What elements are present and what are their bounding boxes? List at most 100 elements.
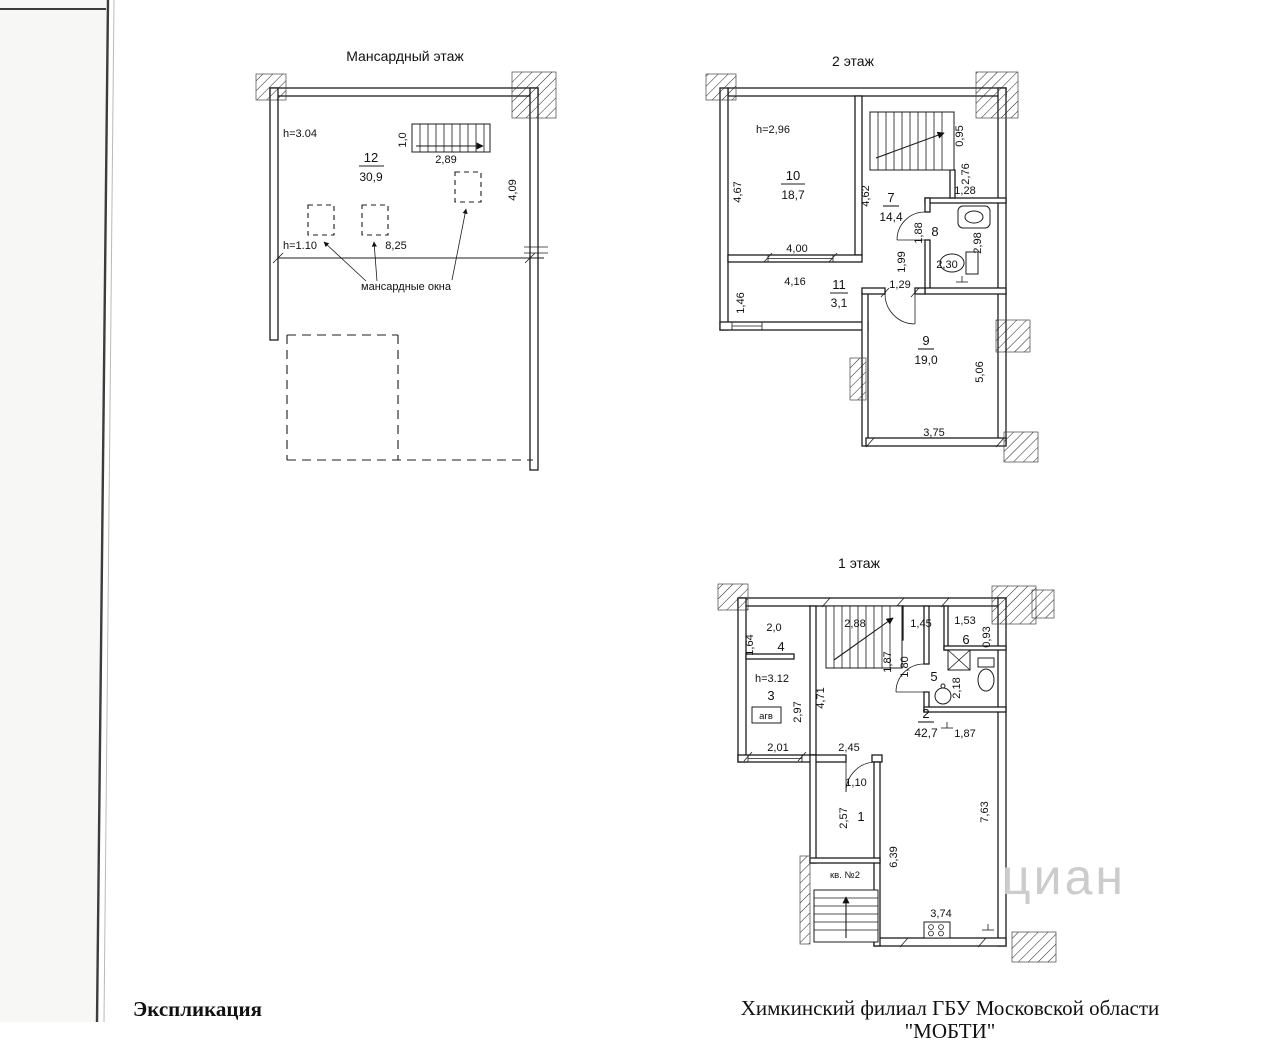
towel-rail-icon xyxy=(941,722,953,729)
dim-label: 1,64 xyxy=(744,634,756,655)
floor1-labels: 2,0 1,64 4 2,88 1,45 1,53 0,93 6 1,87 1,… xyxy=(744,615,993,920)
chimney-icon xyxy=(849,357,867,401)
dim-label: 5,06 xyxy=(974,361,986,382)
dim-label: 7,63 xyxy=(979,801,991,822)
room-7-number: 7 xyxy=(887,190,894,205)
dim-label: 4,67 xyxy=(732,181,744,202)
dim-label: 1,29 xyxy=(889,279,910,291)
floorplan-scan: Мансардный этаж xyxy=(0,0,1057,1022)
dim-label: 4,09 xyxy=(507,179,519,200)
attic-wall-break-hatch xyxy=(255,71,557,119)
floor2-title: 2 этаж xyxy=(832,53,875,69)
attic-labels: h=3.04 1,0 2,89 12 30,9 4,09 h=1.10 8,25… xyxy=(283,128,519,293)
room-5-number: 5 xyxy=(930,669,937,684)
dim-label: 2,97 xyxy=(792,701,804,722)
toilet-icon xyxy=(939,251,979,275)
dormer-window-icon xyxy=(361,204,389,236)
sink-icon xyxy=(934,683,952,705)
floor2-labels: h=2,96 10 18,7 4,67 4,62 7 14,4 0,95 2,7… xyxy=(732,124,986,439)
floor2-stairs-icon xyxy=(869,111,955,171)
dim-label: 6,39 xyxy=(888,846,900,867)
floor1-title: 1 этаж xyxy=(838,555,881,571)
dim-label: 2,18 xyxy=(951,677,963,698)
dim-label: 2,76 xyxy=(960,163,972,184)
floor2-fixtures xyxy=(939,205,991,283)
towel-rail-icon xyxy=(982,924,994,931)
room-10-area: 18,7 xyxy=(781,188,805,202)
dormer-window-icon xyxy=(307,204,335,236)
door-arc xyxy=(895,663,925,693)
room-10-number: 10 xyxy=(786,168,800,183)
towel-rail-icon xyxy=(956,276,968,283)
attic-plan: Мансардный этаж xyxy=(255,48,557,471)
dim-label: 3,74 xyxy=(930,908,951,920)
dim-label: 2,45 xyxy=(838,742,859,754)
door-arc xyxy=(896,211,926,241)
washing-machine-icon xyxy=(947,649,971,671)
room-6-number: 6 xyxy=(962,632,969,647)
attic-stairs-icon xyxy=(411,123,491,153)
dormer-windows-note: мансардные окна xyxy=(361,281,452,293)
org-name-block: Химкинский филиал ГБУ Московской области… xyxy=(690,997,1210,1043)
dim-label: 2,30 xyxy=(936,259,957,271)
room-9-number: 9 xyxy=(922,333,929,348)
attic-knee-height-note: h=1.10 xyxy=(283,240,317,252)
floor2-height-note: h=2,96 xyxy=(756,124,790,136)
dim-label: 1,80 xyxy=(899,656,911,677)
door-arc xyxy=(845,761,877,793)
dim-label: 0,95 xyxy=(954,125,966,146)
dim-label: 4,71 xyxy=(815,687,827,708)
attic-height-note: h=3.04 xyxy=(283,128,317,140)
sink-icon xyxy=(957,205,991,229)
attic-dormer-windows xyxy=(307,171,482,282)
apartment-label: кв. №2 xyxy=(830,870,860,881)
dim-label: 1,88 xyxy=(913,222,925,243)
floor1-wall-break-hatch xyxy=(717,583,1057,963)
floor1-doors xyxy=(845,663,925,793)
floor1-plan: 1 этаж xyxy=(717,555,1057,963)
attic-title: Мансардный этаж xyxy=(346,48,464,64)
gas-heater-label: агв xyxy=(759,711,773,722)
room-12-area: 30,9 xyxy=(359,170,383,184)
room-3-number: 3 xyxy=(767,688,774,703)
explication-heading: Экспликация xyxy=(133,997,262,1021)
dim-label: 1,87 xyxy=(954,728,975,740)
room-1-number: 1 xyxy=(857,809,864,824)
dim-label: 1,46 xyxy=(735,292,747,313)
floor1-height-note: h=3.12 xyxy=(755,673,789,685)
dim-label: 2,01 xyxy=(767,742,788,754)
dim-label: 1,10 xyxy=(845,777,866,789)
dim-label: 1,99 xyxy=(896,251,908,272)
dim-label: 2,88 xyxy=(844,618,865,630)
entrance-stairs-icon xyxy=(813,889,879,943)
dormer-window-icon xyxy=(454,171,482,203)
floor1-fixtures xyxy=(751,649,995,939)
room-2-area: 42,7 xyxy=(914,726,938,740)
floor2-plan: 2 этаж xyxy=(705,53,1039,463)
room-9-area: 19,0 xyxy=(914,353,938,367)
dim-label: 1,45 xyxy=(910,618,931,630)
room-2-number: 2 xyxy=(922,706,929,721)
attic-dashed-footprint xyxy=(286,334,533,461)
dim-label: 2,98 xyxy=(972,232,984,253)
room-7-area: 14,4 xyxy=(879,210,903,224)
toilet-icon xyxy=(977,657,995,692)
org-name-line1: Химкинский филиал ГБУ Московской области xyxy=(740,996,1160,1020)
stove-icon xyxy=(923,921,951,939)
door-arc xyxy=(884,293,916,325)
dim-label: 1,87 xyxy=(882,651,894,672)
dim-label: 3,75 xyxy=(923,427,944,439)
scan-edge-artifacts xyxy=(0,0,115,1022)
attic-walls xyxy=(269,87,548,471)
dim-label: 2,57 xyxy=(838,807,850,828)
dim-label: 1,53 xyxy=(954,615,975,627)
room-11-area: 3,1 xyxy=(831,296,848,310)
floor1-stairs-icon xyxy=(825,605,903,669)
floor2-doors xyxy=(884,211,926,325)
room-12-number: 12 xyxy=(364,150,378,165)
dim-label: 1,0 xyxy=(397,132,409,147)
dim-label: 1,28 xyxy=(954,185,975,197)
room-8-number: 8 xyxy=(931,224,938,239)
dim-label: 0,93 xyxy=(981,626,993,647)
floor2-wall-break-hatch xyxy=(705,71,1039,463)
